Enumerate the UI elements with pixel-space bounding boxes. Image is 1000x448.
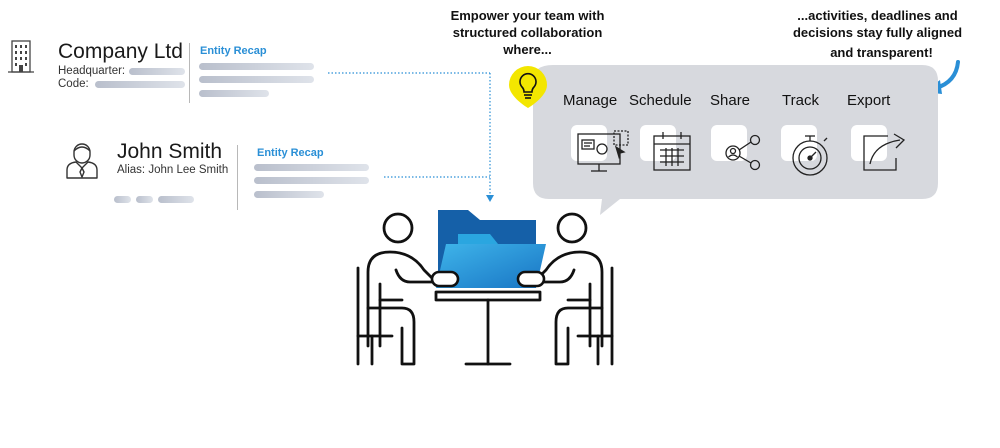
id-placeholder-part: [136, 196, 153, 203]
divider: [189, 43, 190, 103]
stopwatch-icon: [792, 135, 828, 176]
feature-label-track: Track: [782, 92, 819, 109]
feature-label-export: Export: [847, 92, 891, 109]
person-entity: John Smith Alias: John Lee Smith Entity …: [64, 140, 384, 210]
person-recap-title: Entity Recap: [257, 147, 324, 159]
headline-right: ...activities, deadlines and decisions s…: [792, 8, 963, 60]
recap-line: [199, 63, 314, 70]
company-name: Company Ltd: [58, 40, 183, 63]
headquarter-value-placeholder: [129, 68, 185, 75]
calendar-icon: [653, 132, 691, 171]
feature-label-schedule: Schedule: [629, 92, 692, 109]
feature-label-share: Share: [710, 92, 751, 109]
person-name: John Smith: [117, 140, 223, 163]
businessman-icon: [66, 143, 98, 179]
share-icon: [725, 134, 761, 171]
export-icon: [863, 133, 906, 171]
company-recap-title: Entity Recap: [200, 45, 267, 57]
code-label: Code:: [58, 78, 89, 90]
feature-tile: [640, 125, 676, 161]
team-meeting-illustration: [356, 210, 614, 366]
headquarter-label: Headquarter:: [58, 65, 126, 77]
code-value-placeholder: [95, 81, 185, 88]
lightbulb-icon: [509, 66, 547, 108]
id-placeholder-part: [158, 196, 194, 203]
building-icon: [8, 40, 34, 73]
recap-line: [199, 76, 314, 83]
feature-label-manage: Manage: [563, 92, 618, 109]
recap-line: [199, 90, 269, 97]
monitor-manage-icon: [577, 130, 629, 172]
feature-tile: [851, 125, 887, 161]
id-placeholder-part: [114, 196, 131, 203]
divider: [237, 145, 238, 210]
recap-line: [254, 191, 324, 198]
headline-left: Empower your team with structured collab…: [450, 8, 605, 57]
recap-line: [254, 164, 369, 171]
feature-tile: [711, 125, 747, 161]
person-alias: Alias: John Lee Smith: [117, 164, 229, 176]
company-entity: Company Ltd Headquarter: Code: Entity Re…: [6, 38, 336, 108]
recap-line: [254, 177, 369, 184]
